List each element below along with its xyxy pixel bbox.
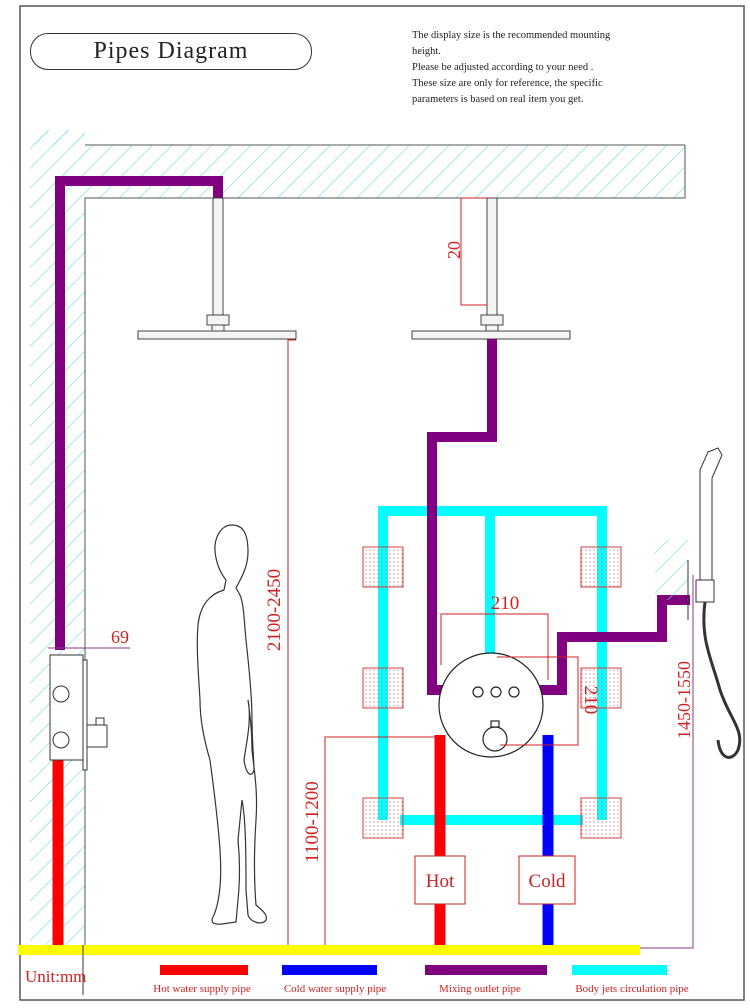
dimension-label-head-height: 2100-2450 — [264, 569, 285, 651]
dimension-label-valve-height: 210 — [580, 686, 601, 715]
legend: Hot water supply pipe Cold water supply … — [153, 965, 689, 995]
legend-swatch-hot — [160, 965, 248, 975]
hot-label: Hot — [426, 871, 455, 892]
dimension-handshower-height — [640, 575, 694, 949]
concealed-valve-body — [49, 654, 108, 771]
body-jet — [362, 667, 404, 709]
body-jet — [362, 797, 404, 839]
cold-label-box — [518, 855, 576, 905]
dimension-arm-drop — [460, 197, 487, 306]
legend-swatch-mix — [425, 965, 547, 975]
mounting-note: The display size is the recommended moun… — [412, 28, 712, 108]
rain-shower-head-right — [411, 197, 571, 340]
dimension-label-wall-depth: 69 — [111, 627, 129, 647]
body-jet — [362, 546, 404, 588]
dimension-valve-width — [440, 613, 549, 680]
mixing-outlet-pipe-left — [55, 176, 223, 650]
body-jet — [580, 667, 622, 709]
dimension-label-handshower-height: 1450-1550 — [674, 661, 694, 739]
hand-shower — [655, 447, 742, 759]
cold-label: Cold — [529, 871, 566, 892]
outer-frame — [19, 5, 745, 1001]
note-line: These size are only for reference, the s… — [412, 78, 603, 89]
legend-label-hot: Hot water supply pipe — [153, 983, 251, 995]
human-figure — [196, 524, 267, 925]
dimension-label-valve-mount-height: 1100-1200 — [302, 781, 323, 863]
rain-shower-head-left — [137, 197, 297, 340]
note-line: The display size is the recommended moun… — [412, 30, 611, 41]
note-line: height. — [412, 46, 441, 57]
dimension-label-valve-width: 210 — [491, 593, 520, 614]
dimension-valve-height — [497, 656, 579, 746]
dimension-head-height — [287, 339, 296, 945]
note-line: Please be adjusted according to your nee… — [412, 62, 594, 73]
legend-swatch-jets — [572, 965, 667, 975]
body-jet — [580, 797, 622, 839]
page-title: Pipes Diagram — [30, 33, 312, 70]
body-jets — [362, 546, 622, 839]
legend-label-jets: Body jets circulation pipe — [575, 983, 688, 995]
legend-label-cold: Cold water supply pipe — [284, 983, 386, 995]
legend-label-mix: Mixing outlet pipe — [439, 983, 521, 995]
mixing-outlet-pipe-head — [427, 339, 497, 695]
floor-line — [18, 945, 640, 955]
thermostatic-valve — [438, 652, 544, 758]
legend-swatch-cold — [282, 965, 377, 975]
body-jet — [580, 546, 622, 588]
dimension-label-arm-drop: 20 — [444, 241, 464, 259]
dimension-valve-mount-height — [324, 736, 440, 945]
note-line: parameters is based on real item you get… — [412, 94, 584, 105]
hot-label-box — [414, 855, 466, 905]
unit-label: Unit:mm — [25, 967, 86, 986]
